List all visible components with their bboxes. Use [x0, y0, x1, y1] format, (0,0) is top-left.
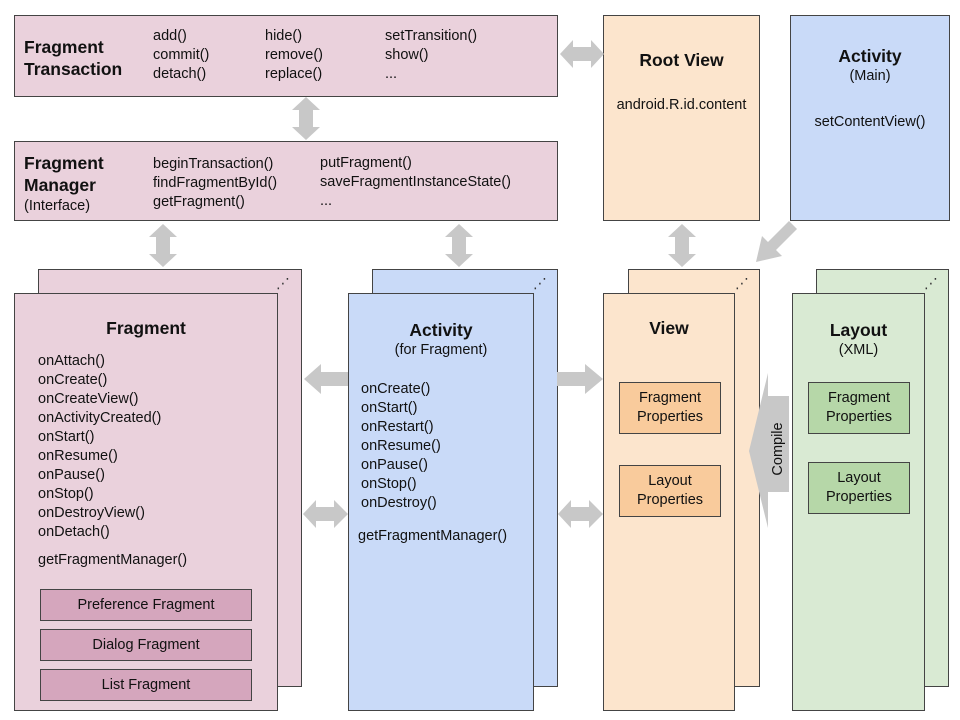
stack-dots-icon: ⋰: [924, 275, 939, 291]
fragment-manager-title-line2: Manager: [24, 175, 96, 195]
fragment-manager-box: Fragment Manager (Interface) beginTransa…: [14, 141, 558, 221]
fragment-manager-subtitle: (Interface): [24, 198, 91, 214]
lifecycle-method: onAttach(): [38, 353, 105, 369]
double-arrow-vertical-icon: [445, 224, 473, 267]
method-label: findFragmentById(): [153, 175, 278, 191]
view-fragment-properties-box: Fragment Properties: [619, 382, 721, 434]
method-label: remove(): [265, 47, 324, 63]
activity-fragment-title: Activity: [409, 320, 473, 340]
activity-main-subtitle: (Main): [849, 68, 891, 84]
view-fragment-properties-line1: Fragment: [638, 390, 702, 406]
fragment-manager-title-line1: Fragment: [24, 153, 104, 173]
root-view-title: Root View: [639, 50, 724, 70]
method-label: putFragment(): [320, 155, 412, 171]
lifecycle-method: onResume(): [361, 438, 441, 454]
fragment-box: Fragment onAttach() onCreate() onCreateV…: [14, 293, 278, 711]
stack-dots-icon: ⋰: [276, 275, 291, 291]
method-label: beginTransaction(): [153, 156, 274, 172]
lifecycle-method: onStart(): [38, 429, 95, 445]
list-fragment-box: List Fragment: [40, 669, 252, 701]
double-arrow-vertical-icon: [668, 224, 696, 267]
double-arrow-horizontal-icon: [303, 500, 348, 528]
lifecycle-method: onDestroyView(): [38, 505, 145, 521]
method-label: ...: [385, 66, 398, 82]
method-label: getFragment(): [153, 194, 245, 210]
layout-fragment-properties-line2: Properties: [825, 409, 893, 425]
method-label: saveFragmentInstanceState(): [320, 174, 512, 190]
activity-fragment-box: Activity (for Fragment) onCreate() onSta…: [348, 293, 534, 711]
double-arrow-vertical-icon: [149, 224, 177, 267]
layout-layout-properties-line2: Properties: [825, 489, 893, 505]
lifecycle-method: onDestroy(): [361, 495, 437, 511]
layout-fragment-properties-line1: Fragment: [827, 390, 891, 406]
activity-main-method: setContentView(): [814, 114, 926, 130]
diagonal-arrow-icon: [756, 221, 797, 262]
layout-box: Layout (XML) Fragment Properties Layout …: [792, 293, 925, 711]
lifecycle-method: onDetach(): [38, 524, 110, 540]
lifecycle-method: onPause(): [38, 467, 105, 483]
fragment-transaction-title-line1: Fragment: [24, 37, 104, 57]
fragment-transaction-methods-col2: hide() remove() replace(): [265, 27, 323, 84]
layout-layout-properties-line1: Layout: [837, 470, 881, 486]
double-arrow-horizontal-icon: [558, 500, 603, 528]
lifecycle-method: onCreate(): [38, 372, 108, 388]
activity-main-box: Activity (Main) setContentView(): [790, 15, 950, 221]
lifecycle-method: onStart(): [361, 400, 418, 416]
layout-subtitle: (XML): [838, 342, 879, 358]
lifecycle-method: onCreateView(): [38, 391, 139, 407]
activity-fragment-subtitle: (for Fragment): [394, 342, 488, 358]
lifecycle-method: onRestart(): [361, 419, 434, 435]
stack-dots-icon: ⋰: [735, 275, 750, 291]
fragment-manager-methods-col1: beginTransaction() findFragmentById() ge…: [153, 155, 277, 212]
activity-main-title: Activity: [838, 46, 902, 66]
fragment-transaction-methods-col3: setTransition() show() ...: [385, 27, 477, 84]
method-label: setTransition(): [385, 28, 478, 44]
activity-fragment-get-fragment-manager: getFragmentManager(): [358, 528, 508, 544]
view-layout-properties-box: Layout Properties: [619, 465, 721, 517]
method-label: ...: [320, 193, 333, 209]
right-arrow-icon: [557, 364, 603, 394]
layout-title: Layout: [829, 320, 888, 340]
fragment-title: Fragment: [106, 318, 186, 338]
layout-fragment-properties-box: Fragment Properties: [808, 382, 910, 434]
dialog-fragment-box: Dialog Fragment: [40, 629, 252, 661]
view-layout-properties-line2: Properties: [636, 492, 704, 508]
preference-fragment-box: Preference Fragment: [40, 589, 252, 621]
method-label: replace(): [265, 66, 323, 82]
view-fragment-properties-line2: Properties: [636, 409, 704, 425]
lifecycle-method: onCreate(): [361, 381, 431, 397]
method-label: add(): [153, 28, 187, 44]
view-title: View: [649, 318, 689, 338]
double-arrow-vertical-icon: [292, 97, 320, 140]
lifecycle-method: onStop(): [361, 476, 417, 492]
lifecycle-method: onStop(): [38, 486, 94, 502]
method-label: hide(): [265, 28, 303, 44]
fragment-transaction-title-line2: Transaction: [24, 59, 123, 79]
left-arrow-icon: [304, 364, 348, 394]
lifecycle-method: onPause(): [361, 457, 428, 473]
double-arrow-horizontal-icon: [560, 40, 604, 68]
root-view-content: android.R.id.content: [616, 97, 747, 113]
layout-layout-properties-box: Layout Properties: [808, 462, 910, 514]
fragment-transaction-box: Fragment Transaction add() commit() deta…: [14, 15, 558, 97]
lifecycle-method: onResume(): [38, 448, 118, 464]
view-layout-properties-line1: Layout: [648, 473, 692, 489]
method-label: show(): [385, 47, 429, 63]
fragment-manager-methods-col2: putFragment() saveFragmentInstanceState(…: [320, 154, 511, 211]
lifecycle-method: onActivityCreated(): [38, 410, 162, 426]
view-box: View Fragment Properties Layout Properti…: [603, 293, 735, 711]
method-label: commit(): [153, 47, 210, 63]
activity-fragment-lifecycle-list: onCreate() onStart() onRestart() onResum…: [361, 380, 441, 513]
stack-dots-icon: ⋰: [533, 275, 548, 291]
fragment-get-fragment-manager: getFragmentManager(): [38, 552, 188, 568]
method-label: detach(): [153, 66, 207, 82]
fragment-transaction-methods-col1: add() commit() detach(): [153, 27, 209, 84]
fragment-lifecycle-list: onAttach() onCreate() onCreateView() onA…: [38, 352, 161, 542]
compile-arrow-icon: [749, 373, 789, 528]
compile-label: Compile: [770, 422, 786, 475]
root-view-box: Root View android.R.id.content: [603, 15, 760, 221]
